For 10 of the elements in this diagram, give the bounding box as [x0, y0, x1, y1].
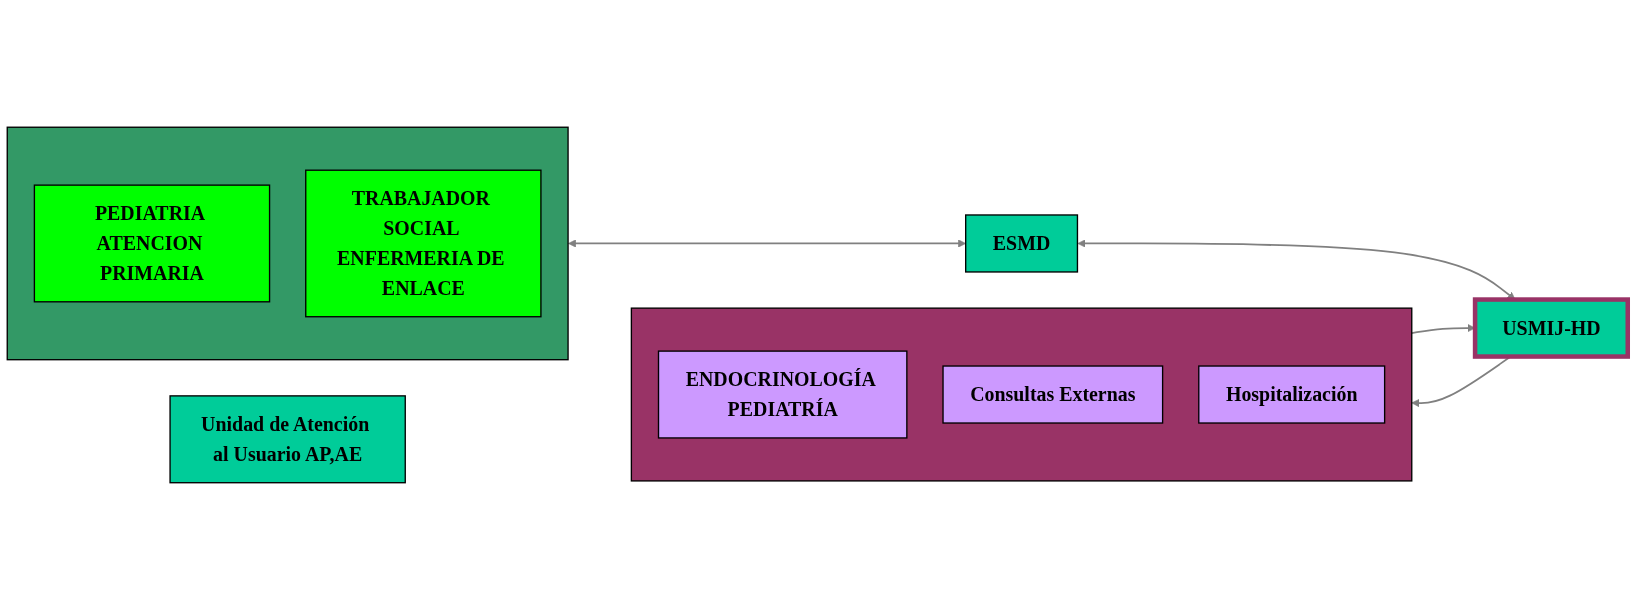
node-box: PEDIATRIA ATENCION PRIMARIA: [33, 183, 271, 302]
node-box: ENDOCRINOLOGÍA PEDIATRÍA: [657, 349, 908, 439]
node-box: TRABAJADOR SOCIAL ENFERMERIA DE ENLACE: [305, 169, 542, 317]
cluster: [630, 307, 1413, 482]
cluster: [6, 126, 569, 360]
node-box: Hospitalización: [1198, 364, 1386, 424]
node-box: ESMD: [965, 213, 1079, 273]
node-box: Consultas Externas: [942, 364, 1164, 424]
node-box: Unidad de Atención al Usuario AP,AE: [169, 394, 406, 483]
node-box: USMIJ-HD: [1472, 296, 1630, 359]
